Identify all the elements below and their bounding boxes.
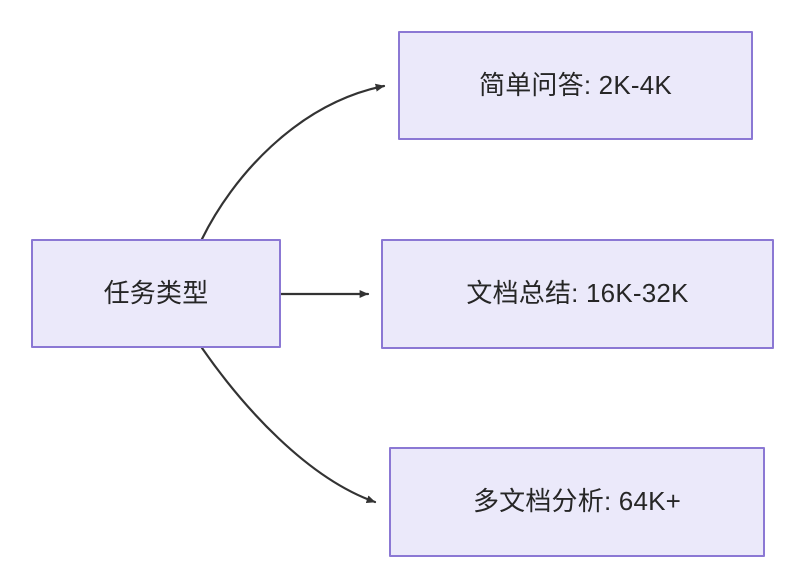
node-simple-qa-label: 简单问答: 2K-4K bbox=[479, 69, 672, 100]
node-multidoc-analysis[interactable]: 多文档分析: 64K+ bbox=[389, 447, 765, 557]
edge-root-to-multidoc bbox=[200, 346, 377, 504]
edge-root-to-simple-qa bbox=[200, 83, 386, 241]
node-root-label: 任务类型 bbox=[103, 277, 209, 308]
node-doc-summary[interactable]: 文档总结: 16K-32K bbox=[381, 239, 774, 349]
node-multidoc-analysis-label: 多文档分析: 64K+ bbox=[472, 486, 682, 517]
node-simple-qa[interactable]: 简单问答: 2K-4K bbox=[398, 31, 753, 140]
node-doc-summary-label: 文档总结: 16K-32K bbox=[466, 278, 689, 309]
node-root-task-type[interactable]: 任务类型 bbox=[31, 239, 281, 348]
